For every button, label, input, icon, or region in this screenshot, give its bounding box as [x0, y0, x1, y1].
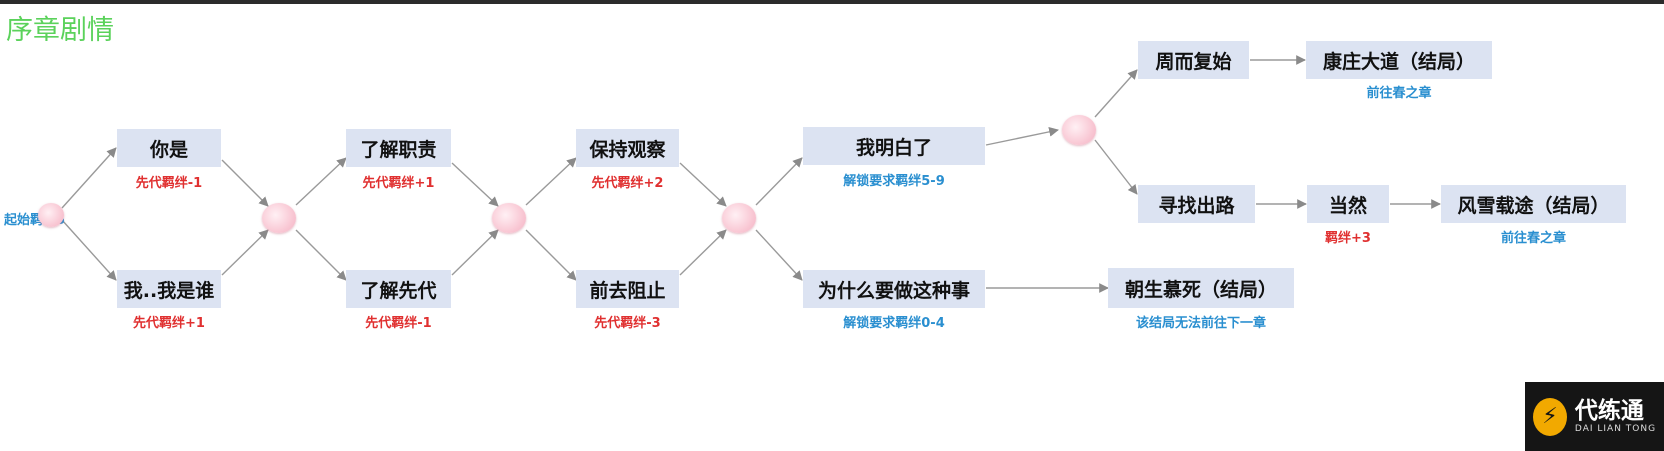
choice-node-qian-qu-zu-zhi: 前去阻止	[576, 270, 679, 308]
edge-start-n1	[61, 147, 117, 209]
choice-node-liao-jie-zhi-ze: 了解职责	[346, 129, 451, 167]
choice-note-bao-chi-guan-cha: 先代羁绊+2	[591, 176, 664, 191]
choice-node-xun-zhao-chu-lu: 寻找出路	[1138, 185, 1255, 223]
choice-node-wo-shi-shui: 我..我是谁	[117, 270, 221, 308]
choice-note-dang-ran: 羁绊+3	[1325, 231, 1371, 246]
watermark-cn: 代练通	[1574, 397, 1644, 424]
junction-node-0	[38, 203, 64, 227]
edge-j3-n7	[755, 157, 803, 206]
edge-j3-n8	[755, 229, 803, 281]
choice-note-liao-jie-zhi-ze: 先代羁绊+1	[362, 176, 435, 191]
choice-node-zhou-er-fu-shi: 周而复始	[1138, 41, 1249, 79]
top-border	[0, 0, 1664, 4]
junction-node-3	[722, 203, 756, 233]
edge-j4-n11	[1094, 139, 1138, 195]
edge-j1-n3	[295, 157, 347, 206]
edge-j2-n6	[525, 229, 577, 281]
edge-n2-j1	[221, 229, 269, 276]
edge-n7-j4	[985, 127, 1059, 146]
ending-note-feng-xue-zai-tu: 前往春之章	[1500, 231, 1566, 246]
choice-note-wei-shen-me: 解锁要求羁绊0-4	[843, 316, 945, 331]
edge-start-n2	[61, 219, 117, 281]
edge-n5-j3	[679, 162, 727, 207]
choice-node-wo-ming-bai-le: 我明白了	[803, 127, 985, 165]
choice-note-qian-qu-zu-zhi: 先代羁绊-3	[594, 316, 661, 331]
choice-note-wo-shi-shui: 先代羁绊+1	[133, 316, 205, 331]
ending-node-zhao-sheng-mu-si: 朝生慕死（结局）	[1108, 268, 1294, 308]
ending-node-feng-xue-zai-tu: 风雪载途（结局）	[1441, 185, 1626, 223]
edge-n6-j3	[679, 229, 727, 276]
lightning-logo-icon: ⚡	[1532, 397, 1567, 436]
choice-node-dang-ran: 当然	[1307, 185, 1389, 223]
choice-note-liao-jie-xian-dai: 先代羁绊-1	[365, 316, 432, 331]
site-watermark: ⚡ 代练通 DAI LIAN TONG	[1525, 382, 1664, 451]
junction-node-2	[492, 203, 526, 233]
junction-node-4	[1062, 115, 1096, 145]
ending-node-kang-zhuang-da-dao: 康庄大道（结局）	[1306, 41, 1492, 79]
junction-node-1	[262, 203, 296, 233]
edge-n4-j2	[451, 229, 499, 276]
choice-node-ni-shi: 你是	[117, 129, 221, 167]
choice-note-wo-ming-bai-le: 解锁要求羁绊5-9	[843, 174, 945, 189]
choice-node-wei-shen-me: 为什么要做这种事	[803, 270, 985, 308]
choice-note-ni-shi: 先代羁绊-1	[135, 176, 203, 191]
choice-node-bao-chi-guan-cha: 保持观察	[576, 129, 679, 167]
watermark-en: DAI LIAN TONG	[1574, 424, 1657, 435]
edge-j1-n4	[295, 229, 347, 281]
edge-j2-n5	[525, 157, 577, 206]
edge-n1-j1	[221, 159, 269, 207]
ending-note-kang-zhuang-da-dao: 前往春之章	[1366, 86, 1432, 101]
ending-note-zhao-sheng-mu-si: 该结局无法前往下一章	[1135, 316, 1266, 331]
page-title: 序章剧情	[6, 15, 114, 46]
edge-j4-n10	[1094, 69, 1138, 118]
choice-node-liao-jie-xian-dai: 了解先代	[346, 270, 451, 308]
edge-n3-j2	[451, 162, 499, 207]
